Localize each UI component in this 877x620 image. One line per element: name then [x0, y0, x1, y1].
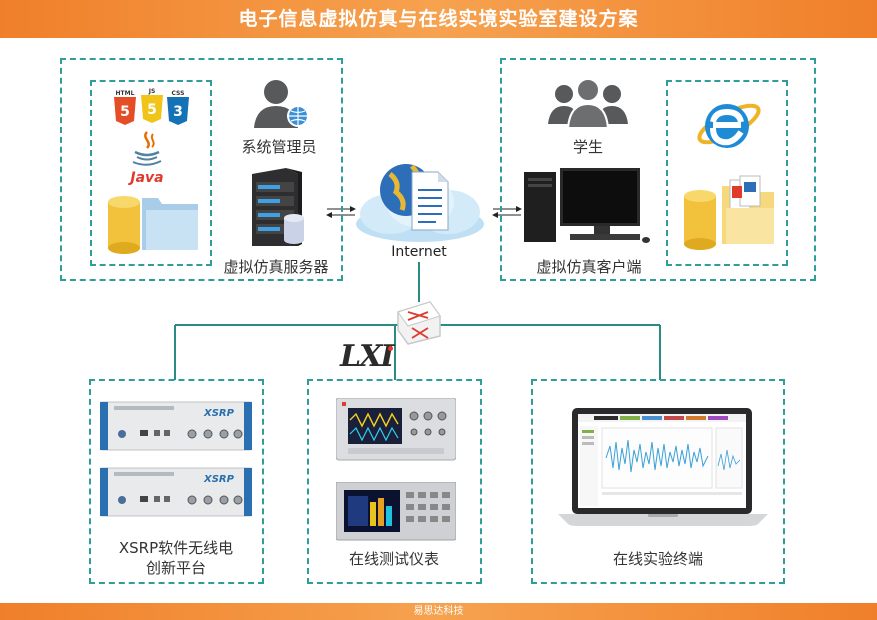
footer-brand: 易思达科技: [0, 603, 877, 620]
internet-label: Internet: [391, 244, 447, 260]
laptop-icon: [558, 406, 768, 528]
js-label: JS: [148, 88, 156, 95]
database-documents-icon: [682, 172, 778, 254]
page-title: 电子信息虚拟仿真与在线实境实验室建设方案: [0, 0, 877, 38]
css3-label: CSS: [171, 90, 185, 97]
lxi-logo: LXI: [340, 340, 400, 374]
svg-text:3: 3: [173, 104, 183, 120]
admin-label: 系统管理员: [241, 138, 317, 156]
student-label: 学生: [572, 138, 603, 156]
instruments-label: 在线测试仪表: [348, 550, 439, 568]
lxi-dot: [388, 346, 393, 351]
java-label: Java: [130, 170, 164, 186]
xsrp-device-icon-2: XSRP: [99, 464, 253, 520]
client-group-box: [500, 58, 816, 281]
xsrp-label: XSRP软件无线电 创新平台: [92, 538, 260, 578]
arrows-server-internet: [326, 206, 356, 218]
server-icon: [246, 166, 312, 250]
xsrp-brand-1: XSRP: [204, 408, 234, 419]
xsrp-label-line2: 创新平台: [145, 559, 206, 577]
lxi-logo-text: LXI: [340, 339, 394, 374]
instruments-box: [307, 379, 482, 584]
students-icon: [546, 78, 630, 129]
html5-icon: HTML 5: [112, 90, 138, 126]
html5-label: HTML: [115, 90, 135, 97]
network-switch-icon: [394, 298, 444, 348]
tech-stack-box: [90, 80, 212, 266]
xsrp-device-icon: XSRP: [99, 398, 253, 454]
spectrum-analyzer-icon: [335, 481, 457, 542]
client-label: 虚拟仿真客户端: [536, 258, 642, 276]
xsrp-label-line1: XSRP软件无线电: [118, 539, 234, 557]
terminal-box: [531, 379, 785, 584]
oscilloscope-icon: [335, 397, 457, 464]
server-group-box: [60, 58, 343, 281]
css3-icon: CSS 3: [165, 90, 191, 126]
desktop-pc-icon: [522, 166, 654, 248]
browser-box: [666, 80, 788, 266]
terminal-label: 在线实验终端: [612, 550, 703, 568]
xsrp-brand-2: XSRP: [204, 474, 234, 485]
xsrp-box: [89, 379, 264, 584]
admin-user-icon: [252, 78, 312, 130]
internet-cloud-icon: [350, 152, 490, 248]
java-icon: Java: [125, 130, 169, 186]
ie-browser-icon: [693, 94, 763, 156]
javascript-icon: JS 5: [139, 88, 165, 124]
svg-text:5: 5: [120, 104, 130, 120]
server-label: 虚拟仿真服务器: [223, 258, 329, 276]
svg-text:5: 5: [147, 102, 157, 118]
database-folder-icon: [106, 192, 202, 260]
